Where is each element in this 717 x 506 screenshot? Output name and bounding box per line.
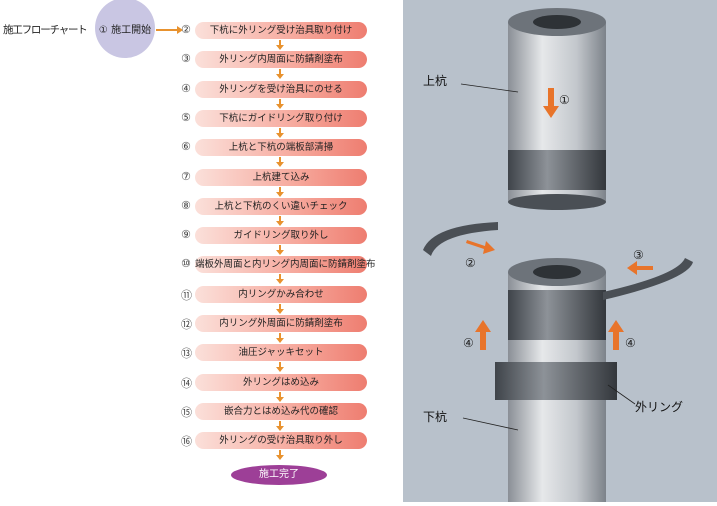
step-label: 上杭と下杭のくい違いチェック xyxy=(195,197,367,215)
arrow-down-icon xyxy=(276,127,284,138)
flow-step: ③ 外リング内周面に防錆剤塗布 xyxy=(181,51,371,69)
step-number: ⑭ xyxy=(181,376,192,390)
step-number: ⑪ xyxy=(181,288,192,302)
flow-step: ④ 外リングを受け治具にのせる xyxy=(181,80,371,98)
step-marker-3: ③ xyxy=(633,248,644,262)
chart-title: 施工フローチャート xyxy=(3,24,88,36)
step-number: ⑨ xyxy=(181,228,191,242)
step-label: 外リングの受け治具取り外し xyxy=(195,432,367,450)
step-label: 上杭と下杭の端板部清掃 xyxy=(195,139,367,157)
outer-ring-label: 外リング xyxy=(635,400,684,414)
step-label: 下杭に外リング受け治具取り付け xyxy=(195,22,367,39)
step-number: ⑦ xyxy=(181,169,191,183)
step-number: ④ xyxy=(181,81,191,95)
step-number: ⑥ xyxy=(181,140,191,154)
step-marker-1: ① xyxy=(559,93,570,107)
arrow-down-icon xyxy=(276,333,284,343)
step-label: 下杭にガイドリング取り付け xyxy=(195,109,367,127)
step-number: ⑫ xyxy=(181,318,192,331)
step-label: 油圧ジャッキセット xyxy=(195,344,367,362)
arrow-down-icon xyxy=(276,362,284,373)
step-label: ガイドリング取り外し xyxy=(195,227,367,245)
start-node: ① 施工開始 xyxy=(95,0,155,58)
flow-step: ⑧ 上杭と下杭のくい違いチェック xyxy=(181,197,371,215)
step-label: 端板外周面と内リング内周面に防錆剤塗布 xyxy=(195,256,376,274)
ring-left-shape xyxy=(423,222,498,256)
start-label: ① 施工開始 xyxy=(98,25,152,36)
arrow-down-icon xyxy=(276,420,284,431)
step-number: ⑮ xyxy=(181,405,192,419)
flow-step: ⑦ 上杭建て込み xyxy=(181,168,371,186)
arrow-down-icon xyxy=(276,303,284,314)
step-number: ⑩ xyxy=(181,257,191,271)
step-marker-4-right: ④ xyxy=(625,336,636,350)
arrow-down-icon xyxy=(276,245,284,256)
arrow-right-icon xyxy=(156,26,183,34)
arrow-down-icon xyxy=(276,186,284,197)
arrow-down-icon xyxy=(276,450,284,461)
ring-right-shape xyxy=(603,258,693,300)
arrow-down-icon xyxy=(276,98,284,109)
arrow-down-icon xyxy=(276,69,284,80)
flow-step: ⑥ 上杭と下杭の端板部清掃 xyxy=(181,139,371,157)
step-marker-2: ② xyxy=(465,256,476,270)
arrow-down-icon xyxy=(276,274,284,285)
step-number: ⑧ xyxy=(181,198,191,212)
flow-step: ② 下杭に外リング受け治具取り付け xyxy=(181,22,371,39)
arrow-down-icon xyxy=(276,215,284,226)
end-node: 施工完了 xyxy=(231,465,327,485)
step-label: 内リング外周面に防錆剤塗布 xyxy=(195,315,367,332)
upper-pile-label: 上杭 xyxy=(423,74,448,88)
step-number: ⑬ xyxy=(181,347,192,361)
step-number: ③ xyxy=(181,52,191,66)
step-label: 外リング内周面に防錆剤塗布 xyxy=(195,51,367,69)
illustration: 上杭 下杭 外リング ① ② ③ ④ ④ xyxy=(403,0,717,502)
orange-arrows xyxy=(466,88,653,350)
lower-pile xyxy=(495,258,617,502)
step-number: ⑤ xyxy=(181,110,191,124)
step-number: ② xyxy=(181,23,191,36)
arrow-down-icon xyxy=(276,157,284,168)
step-marker-4-left: ④ xyxy=(463,336,474,350)
upper-pile xyxy=(508,8,606,210)
step-number: ⑯ xyxy=(181,435,192,449)
flow-step: ⑨ ガイドリング取り外し xyxy=(181,227,371,245)
step-label: 嵌合力とはめ込み代の確認 xyxy=(195,402,367,420)
step-label: 外リングを受け治具にのせる xyxy=(195,80,367,98)
step-label: 内リングかみ合わせ xyxy=(195,285,367,303)
arrow-down-icon xyxy=(276,391,284,402)
step-label: 上杭建て込み xyxy=(195,168,367,186)
step-label: 外リングはめ込み xyxy=(195,373,367,391)
outer-ring-shape xyxy=(495,362,617,400)
flow-step: ⑩ 端板外周面と内リング内周面に防錆剤塗布 xyxy=(181,256,376,274)
lower-pile-label: 下杭 xyxy=(423,410,448,424)
flow-step: ⑤ 下杭にガイドリング取り付け xyxy=(181,109,371,127)
arrow-down-icon xyxy=(276,40,284,50)
pile-joint-illustration xyxy=(423,8,693,502)
